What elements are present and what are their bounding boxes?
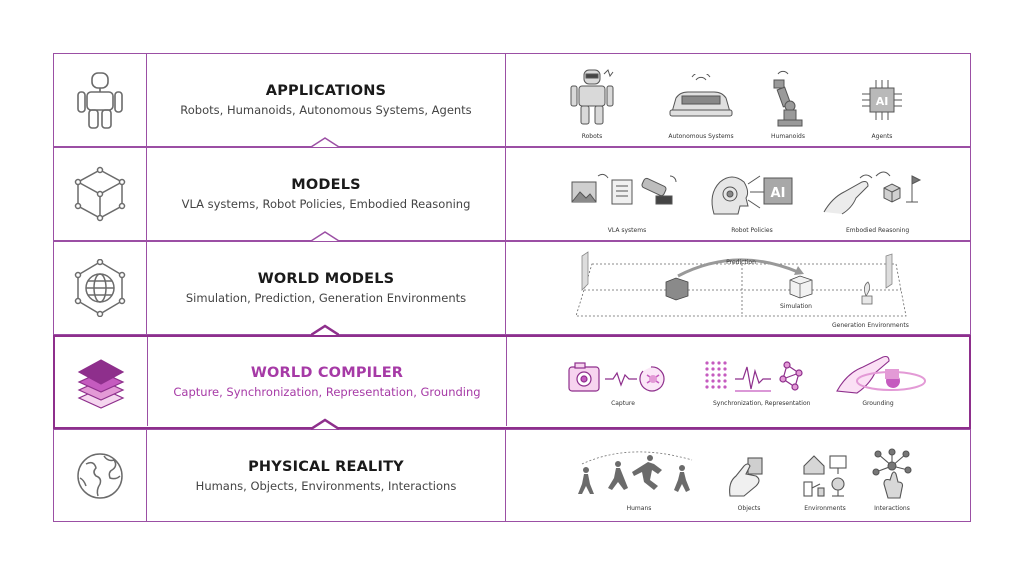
item-label: Humanoids [771,133,805,140]
layer-text: MODELS VLA systems, Robot Policies, Embo… [147,148,506,240]
layer-text: WORLD COMPILER Capture, Synchronization,… [148,337,507,426]
world-models-illustration: Prediction Simulation Generation Environ… [506,242,970,334]
item-label: Embodied Reasoning [846,227,910,234]
layer-connector-notch [311,137,339,148]
layer-connector-notch [311,231,339,242]
item-label: Synchronization, Representation [713,400,811,407]
embodied-reasoning-icon [823,171,922,215]
layer-applications: APPLICATIONS Robots, Humanoids, Autonomo… [53,53,971,147]
layer-connector-notch [311,418,339,430]
world-compiler-illustrations: Capture Synchronization, Re [507,337,969,426]
vla-systems-icon [571,173,677,205]
earth-icon [54,430,147,521]
item-label: Prediction [726,259,756,266]
layer-title: APPLICATIONS [265,83,387,99]
item-label: Robots [581,133,603,140]
layer-text: PHYSICAL REALITY Humans, Objects, Enviro… [147,430,506,521]
layer-stack-icon [55,337,148,426]
layer-world-models: WORLD MODELS Simulation, Prediction, Gen… [53,241,971,335]
ai-chip-icon: AI [862,80,902,120]
interactions-icon [872,448,912,499]
layer-title: MODELS [291,177,361,193]
item-label: Agents [871,133,893,140]
layer-subtitle: Humans, Objects, Environments, Interacti… [195,478,457,493]
humanoid-robot-icon [54,54,147,146]
globe-network-icon [54,242,147,334]
item-label: Objects [737,505,761,512]
environments-icon [803,455,847,497]
layer-title: PHYSICAL REALITY [248,458,404,475]
capture-icon [568,362,665,392]
layer-subtitle: Simulation, Prediction, Generation Envir… [185,291,467,305]
item-label: Environments [804,505,846,512]
item-label: Generation Environments [832,322,909,329]
item-label: Humans [626,505,652,512]
simulation-scene-icon [575,251,907,317]
item-label: VLA systems [607,227,647,234]
layer-text: APPLICATIONS Robots, Humanoids, Autonomo… [147,54,506,146]
cube-network-icon [54,148,147,240]
grounding-icon [836,355,926,394]
ai-badge-text: AI [876,95,889,108]
item-label: Autonomous Systems [668,133,734,140]
synchronization-representation-icon [705,361,803,392]
models-illustrations: VLA systems AI Robot Policies Embodied R… [506,148,970,240]
layer-world-compiler: WORLD COMPILER Capture, Synchronization,… [53,335,971,429]
layer-physical-reality: PHYSICAL REALITY Humans, Objects, Enviro… [53,429,971,522]
item-label: Grounding [862,400,894,407]
robotic-arm-icon [773,70,803,127]
layer-subtitle: Capture, Synchronization, Representation… [173,384,481,399]
item-label: Capture [611,400,635,407]
item-label: Interactions [874,505,910,512]
layer-subtitle: Robots, Humanoids, Autonomous Systems, A… [180,103,472,117]
physical-reality-illustrations: Humans Objects Environments Inte [506,430,970,521]
layer-stack-diagram: APPLICATIONS Robots, Humanoids, Autonomo… [53,53,971,522]
item-label: Robot Policies [731,227,773,234]
item-label: Simulation [780,303,812,310]
robot-policies-icon: AI [711,175,793,215]
autonomous-car-icon [669,74,733,117]
humans-running-icon [578,451,693,494]
ai-badge-text: AI [771,186,786,201]
robot-illustration-icon [570,69,614,125]
layer-connector-notch [311,324,339,336]
layer-title: WORLD MODELS [257,271,395,287]
layer-title: WORLD COMPILER [250,364,404,381]
layer-text: WORLD MODELS Simulation, Prediction, Gen… [147,242,506,334]
applications-illustrations: Robots Autonomous Systems Humanoids [506,54,970,146]
objects-hand-icon [729,457,763,497]
layer-models: MODELS VLA systems, Robot Policies, Embo… [53,147,971,241]
layer-subtitle: VLA systems, Robot Policies, Embodied Re… [181,197,471,211]
